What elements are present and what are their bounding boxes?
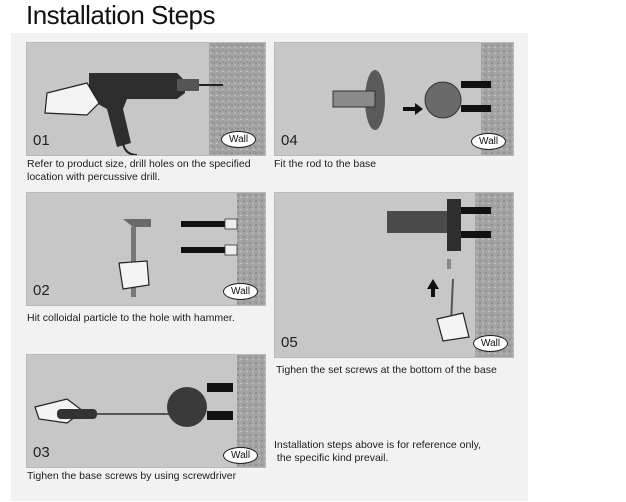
rod bbox=[332, 90, 376, 108]
step-01-panel: 01 Wall bbox=[26, 42, 266, 156]
base-plate bbox=[424, 81, 462, 119]
step-05-panel: 05 Wall bbox=[274, 192, 514, 358]
caption-line: Tighen the set screws at the bottom of t… bbox=[276, 364, 497, 376]
wall-label: Wall bbox=[223, 447, 259, 464]
step-03-panel: 03 Wall bbox=[26, 354, 266, 468]
step-number: 03 bbox=[33, 444, 50, 461]
drill-illustration bbox=[44, 43, 265, 155]
hand-icon bbox=[118, 260, 150, 290]
base-plate bbox=[447, 199, 461, 251]
set-screw-illustration bbox=[387, 193, 513, 357]
rod bbox=[387, 211, 449, 233]
step-05-caption: Tighen the set screws at the bottom of t… bbox=[276, 364, 521, 377]
page-title: Installation Steps bbox=[26, 0, 216, 30]
wall-label: Wall bbox=[221, 131, 257, 148]
arrow-up-icon bbox=[427, 279, 439, 297]
caption-line: Tighen the base screws by using screwdri… bbox=[27, 470, 237, 482]
rod-base-illustration bbox=[332, 43, 513, 155]
step-number: 02 bbox=[33, 282, 50, 299]
arrow-right-icon bbox=[403, 103, 423, 115]
wall-label: Wall bbox=[471, 133, 507, 150]
note-line: Installation steps above is for referenc… bbox=[274, 439, 482, 451]
caption-line: location with percussive drill. bbox=[27, 171, 161, 183]
caption-line: Fit the rod to the base bbox=[274, 158, 377, 170]
note-line: the specific kind prevail. bbox=[274, 452, 389, 464]
step-number: 04 bbox=[281, 132, 298, 149]
screwdriver-handle bbox=[57, 409, 97, 419]
reference-note: Installation steps above is for referenc… bbox=[274, 439, 519, 465]
step-number: 05 bbox=[281, 334, 298, 351]
step-02-panel: 02 Wall bbox=[26, 192, 266, 306]
step-01-caption: Refer to product size, drill holes on th… bbox=[27, 158, 272, 184]
hand-icon bbox=[44, 82, 100, 116]
step-number: 01 bbox=[33, 132, 50, 149]
caption-line: Refer to product size, drill holes on th… bbox=[27, 158, 251, 170]
hammer-head bbox=[123, 219, 151, 227]
hand-icon bbox=[436, 312, 470, 342]
step-04-caption: Fit the rod to the base bbox=[274, 158, 519, 171]
caption-line: Hit colloidal particle to the hole with … bbox=[27, 312, 235, 324]
base-plate bbox=[167, 387, 207, 427]
step-04-panel: 04 Wall bbox=[274, 42, 514, 156]
step-03-caption: Tighen the base screws by using screwdri… bbox=[27, 470, 272, 483]
drill-body bbox=[89, 73, 185, 147]
step-02-caption: Hit colloidal particle to the hole with … bbox=[27, 312, 272, 325]
wall-label: Wall bbox=[473, 335, 509, 352]
wall-label: Wall bbox=[223, 283, 259, 300]
wall-texture bbox=[475, 193, 513, 357]
